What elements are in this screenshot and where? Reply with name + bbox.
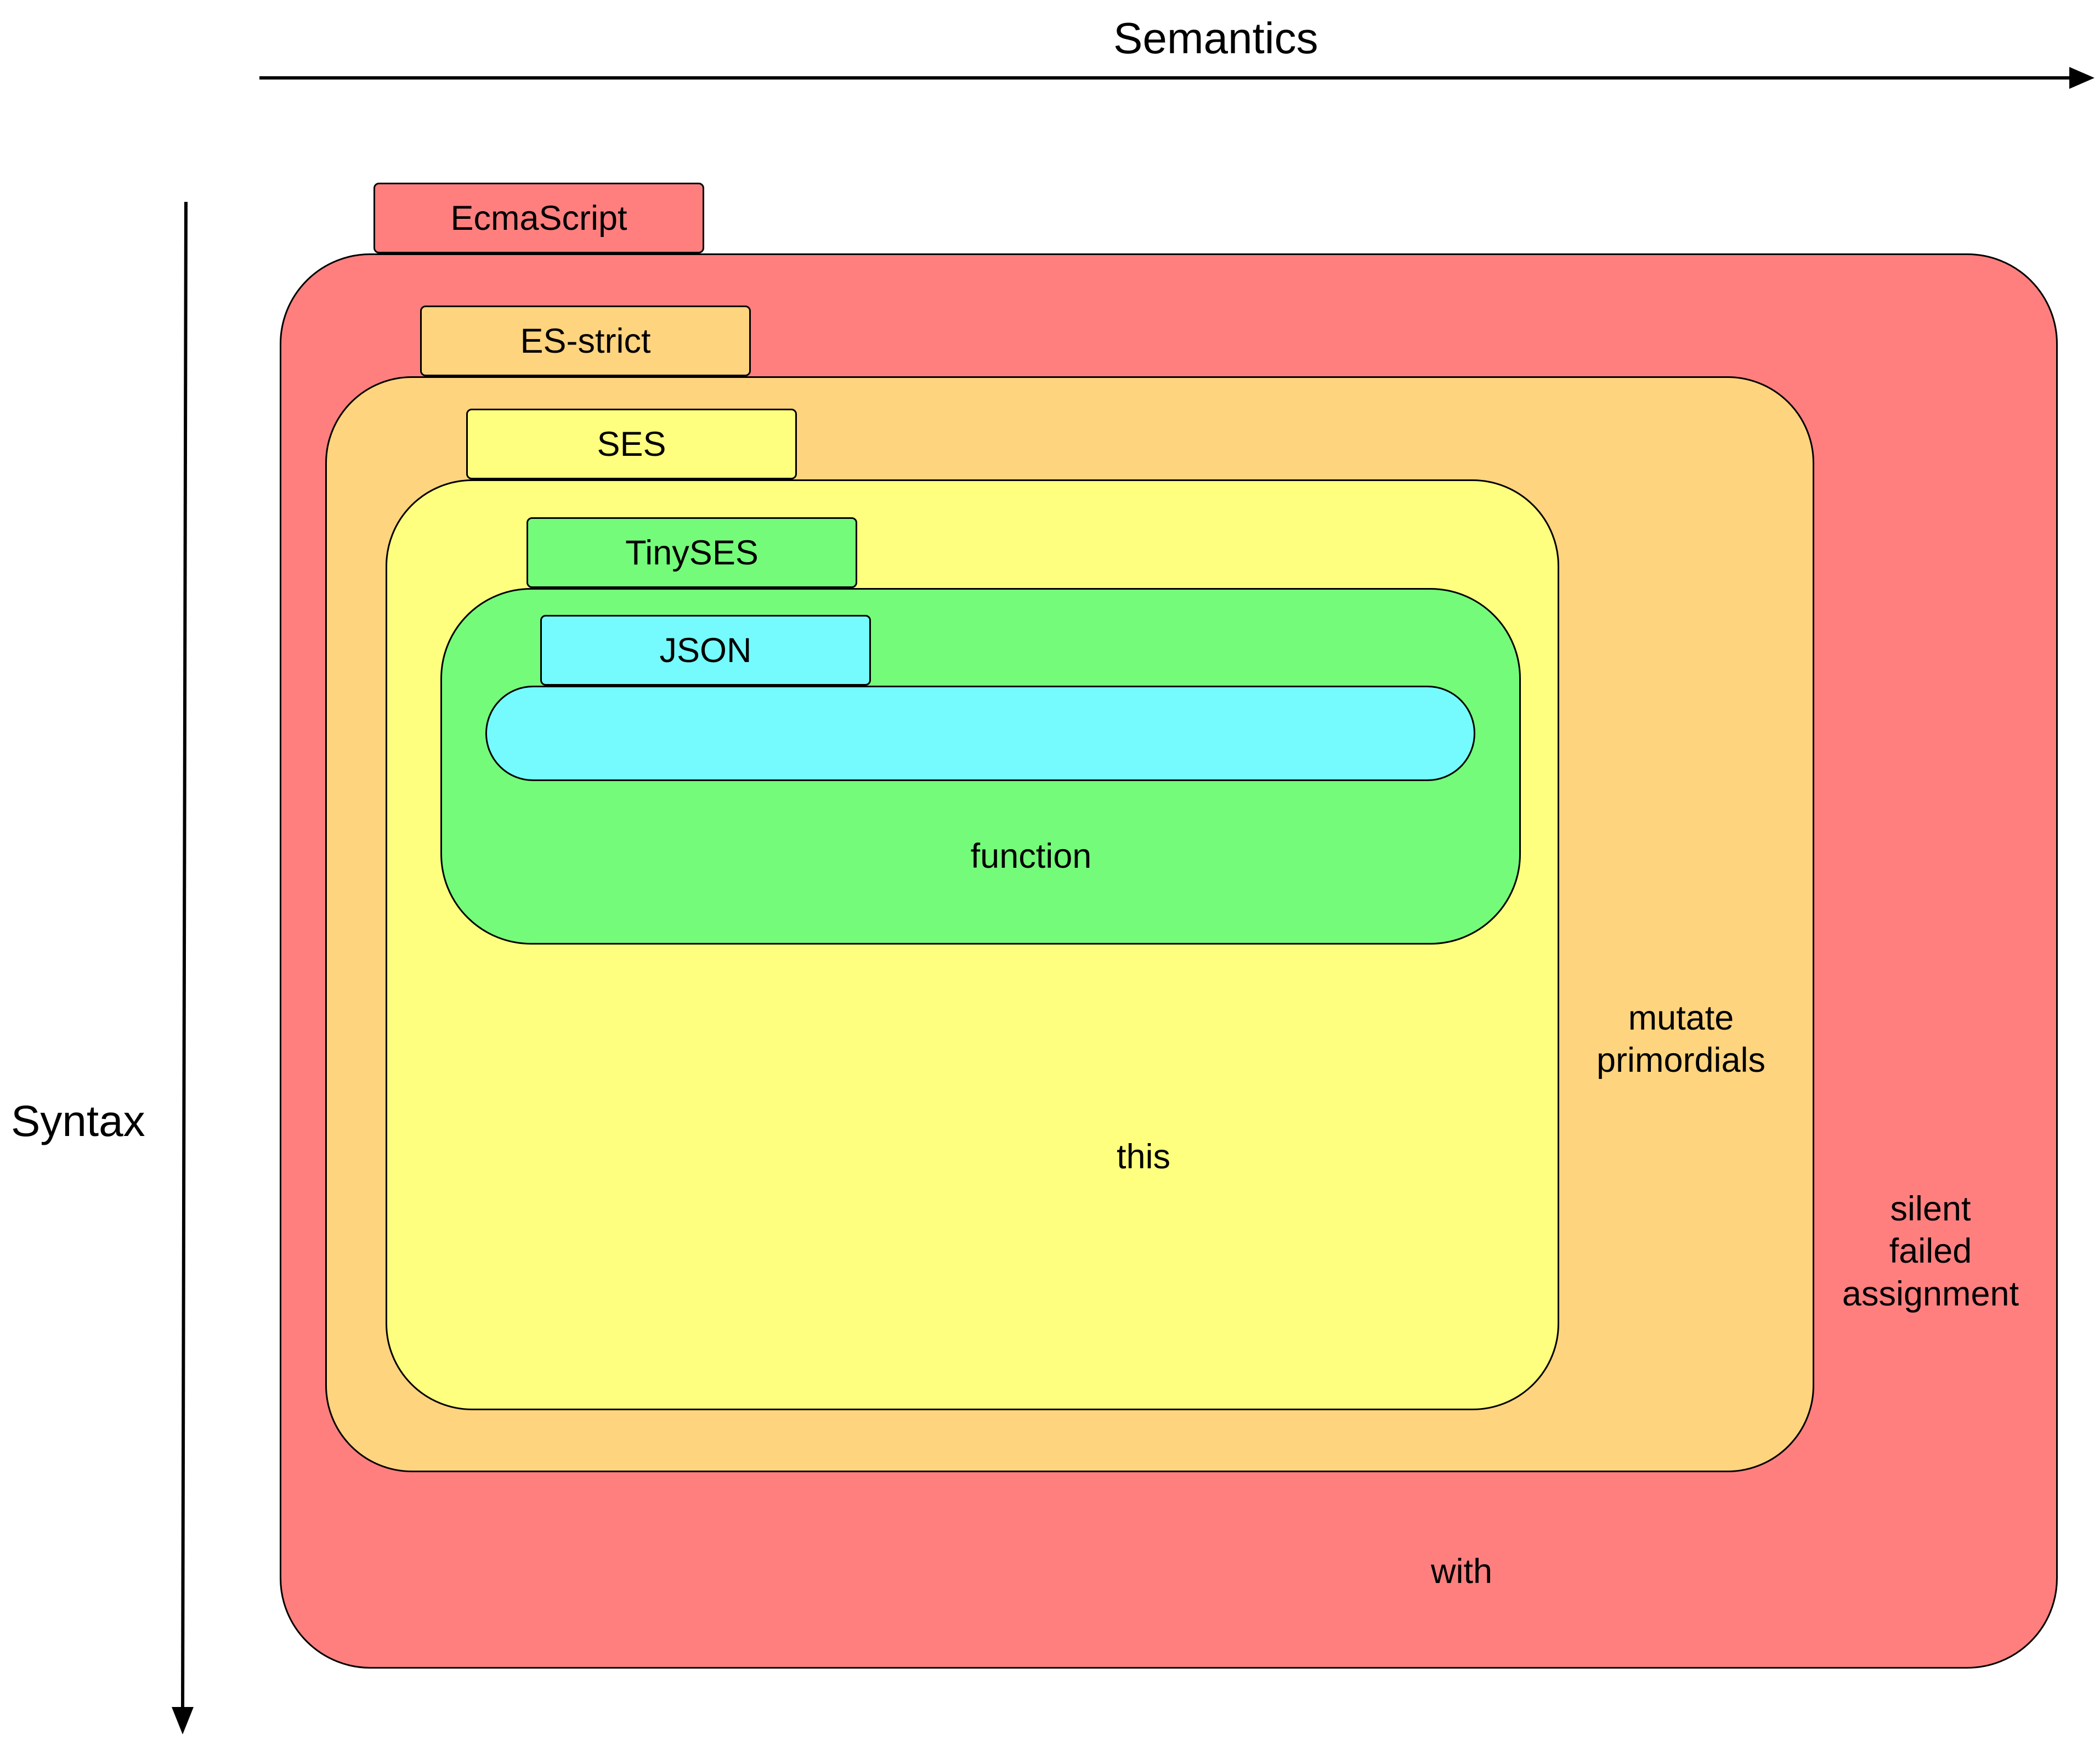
- semantics-axis-title: Semantics: [1113, 14, 1318, 63]
- es-strict-mutate-primordials-label: mutate primordials: [1596, 999, 1766, 1080]
- tinyses-tab: TinySES: [527, 517, 857, 588]
- tinyses-function-label: function: [970, 837, 1092, 875]
- ses-tab: SES: [466, 409, 797, 479]
- json-tab: JSON: [540, 615, 871, 686]
- syntax-axis-arrowhead: [172, 1707, 194, 1734]
- ecmascript-silent-failed-assignment-label: silent failed assignment: [1842, 1190, 2019, 1313]
- syntax-axis-title: Syntax: [11, 1096, 145, 1145]
- ecmascript-tab: EcmaScript: [373, 183, 704, 253]
- ses-this-label: this: [1116, 1138, 1171, 1176]
- syntax-axis-line: [181, 201, 188, 1712]
- ecmascript-with-label: with: [1430, 1552, 1493, 1591]
- json-region: [485, 686, 1475, 781]
- es-strict-tab: ES-strict: [420, 306, 751, 376]
- semantics-axis-arrowhead: [2069, 67, 2095, 89]
